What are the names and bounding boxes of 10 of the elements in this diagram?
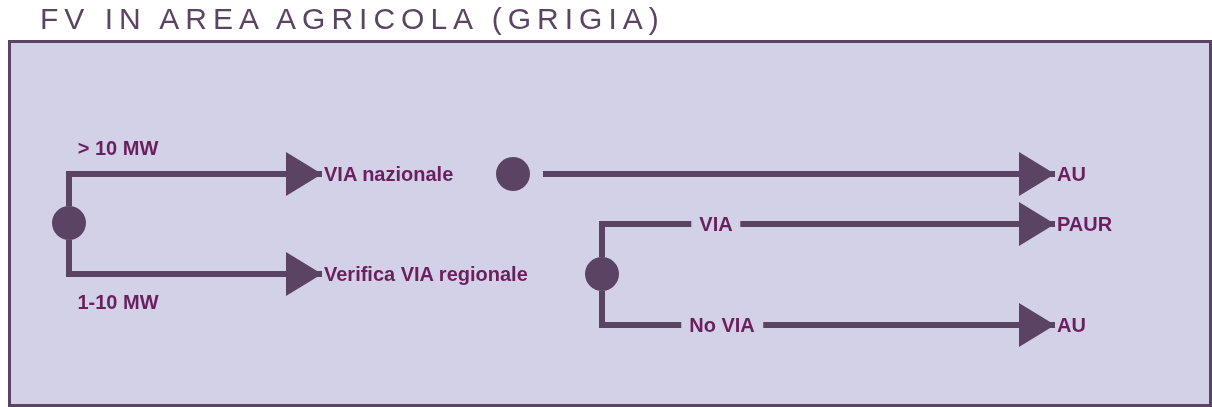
arrow <box>66 240 322 296</box>
arrow <box>599 202 1055 257</box>
step-label: Verifica VIA regionale <box>322 262 530 286</box>
arrow <box>543 152 1055 196</box>
arrow <box>66 152 322 206</box>
step-label: AU <box>1055 162 1088 186</box>
step-label: VIA nazionale <box>322 162 456 186</box>
step-label: PAUR <box>1055 212 1115 236</box>
step-label: AU <box>1055 313 1088 337</box>
title: FV IN AREA AGRICOLA (GRIGIA) <box>40 2 665 36</box>
